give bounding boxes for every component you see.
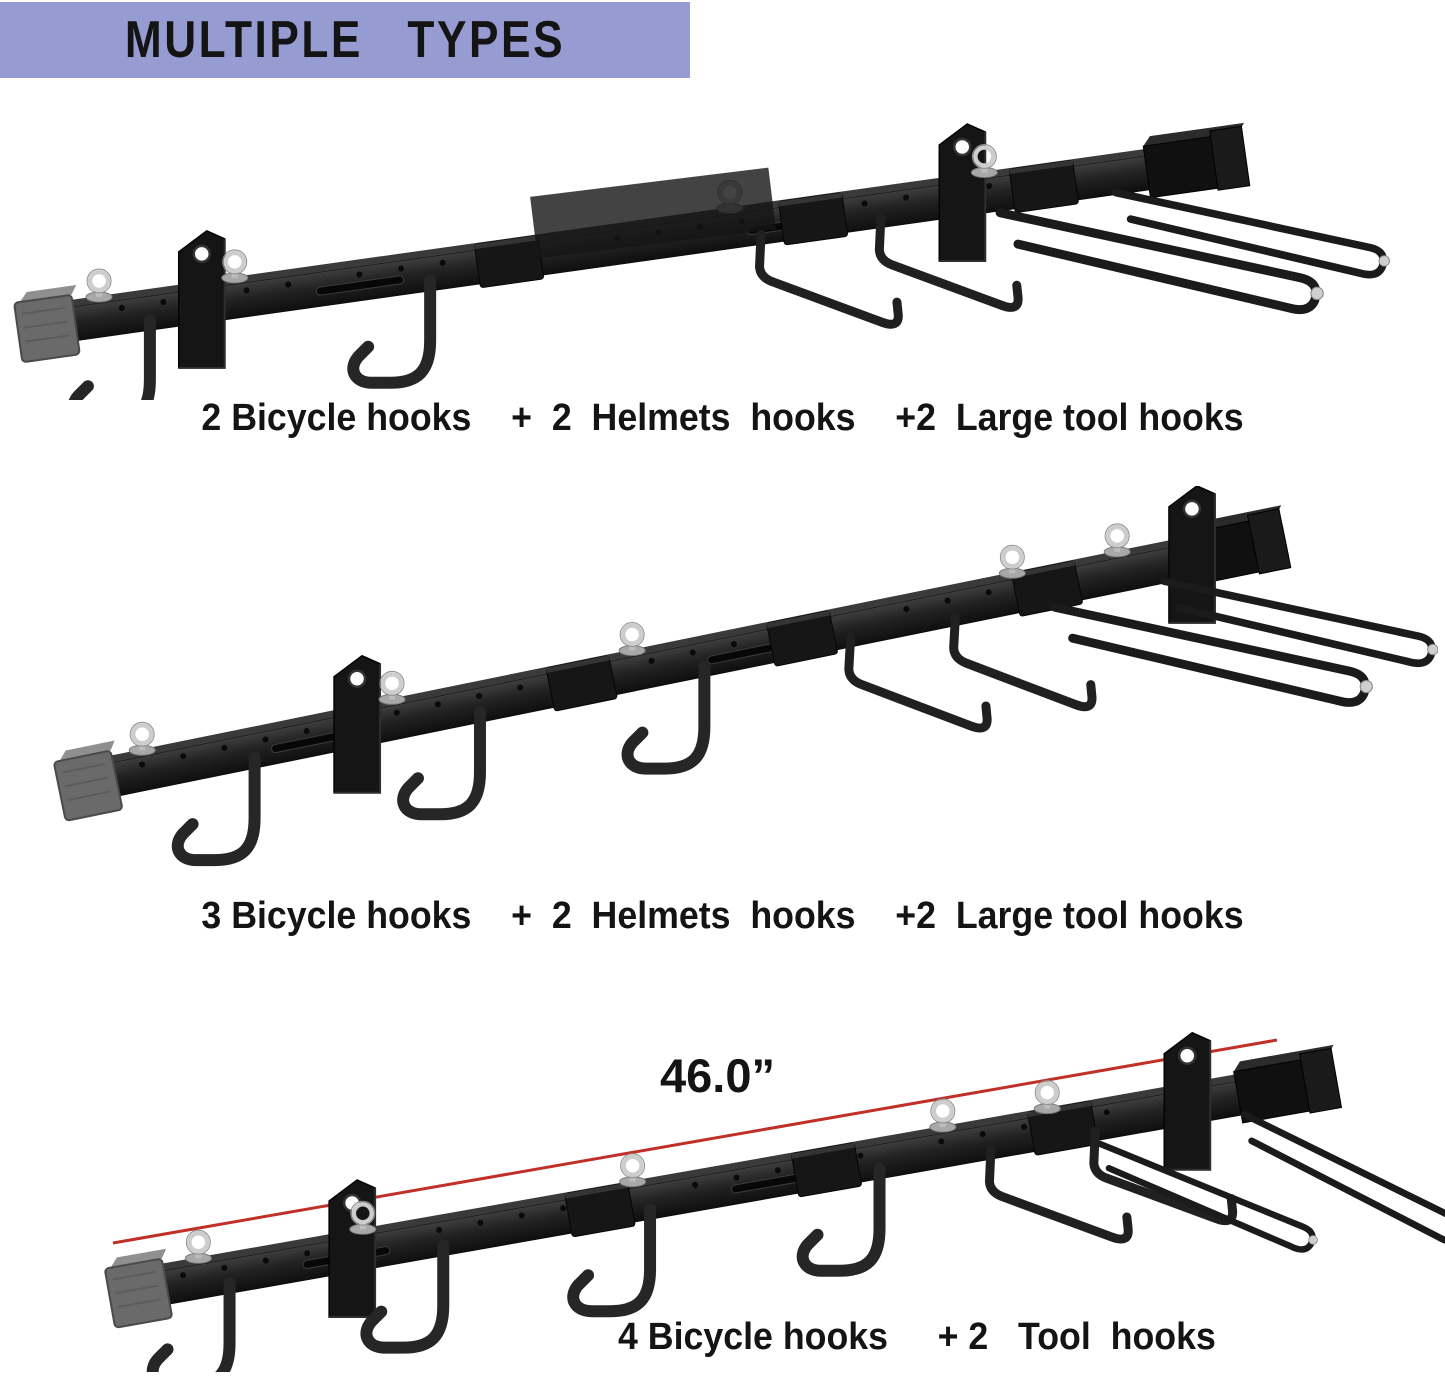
silver-knob — [999, 545, 1025, 578]
silver-knob — [930, 1099, 956, 1132]
helmet-hook — [945, 616, 1101, 708]
title-banner: MULTIPLE TYPES — [0, 2, 690, 78]
dimension-line — [112, 1038, 1278, 1245]
rack-illustration-type-3 — [102, 1031, 1445, 1372]
large-tool-hook — [1115, 192, 1389, 274]
helmet-hook — [840, 637, 996, 729]
silver-knob — [86, 269, 112, 302]
tool-hook — [1226, 1114, 1445, 1245]
silver-knob — [619, 623, 645, 656]
end-block — [1141, 122, 1254, 201]
silver-knob — [185, 1230, 211, 1263]
rack-illustration-type-1 — [11, 122, 1438, 400]
gray-end-cap — [50, 739, 130, 822]
caption-type-1: 2 Bicycle hooks + 2 Helmets hooks +2 Lar… — [201, 397, 1244, 439]
rack-bar-assembly — [50, 486, 1438, 881]
wall-mount-bracket — [938, 122, 987, 263]
silver-knob — [620, 1154, 646, 1187]
wall-mount-bracket — [1162, 1031, 1212, 1172]
gray-end-cap — [11, 284, 87, 364]
silver-knob — [1104, 524, 1130, 557]
rack-illustration-type-2 — [50, 486, 1438, 881]
title-banner-label: MULTIPLE TYPES — [124, 11, 566, 69]
wall-mount-bracket — [327, 1178, 377, 1319]
silver-knob — [129, 722, 155, 755]
wall-mount-bracket — [177, 229, 226, 370]
wall-mount-bracket — [1167, 486, 1217, 625]
helmet-hook — [981, 1149, 1137, 1240]
rack-bar-assembly — [102, 1031, 1445, 1372]
photo-blur-artifact — [530, 167, 776, 259]
silver-knob — [222, 250, 248, 283]
dimension-label: 46.0” — [660, 1049, 775, 1102]
wall-mount-bracket — [332, 654, 382, 795]
silver-knob — [379, 671, 405, 704]
gray-end-cap — [102, 1247, 180, 1329]
end-block — [1231, 1044, 1345, 1126]
rack-bar-assembly — [11, 122, 1404, 400]
caption-type-2: 3 Bicycle hooks + 2 Helmets hooks +2 Lar… — [201, 895, 1244, 937]
caption-type-3: 4 Bicycle hooks + 2 Tool hooks — [618, 1316, 1216, 1358]
silver-knob — [1034, 1081, 1060, 1114]
